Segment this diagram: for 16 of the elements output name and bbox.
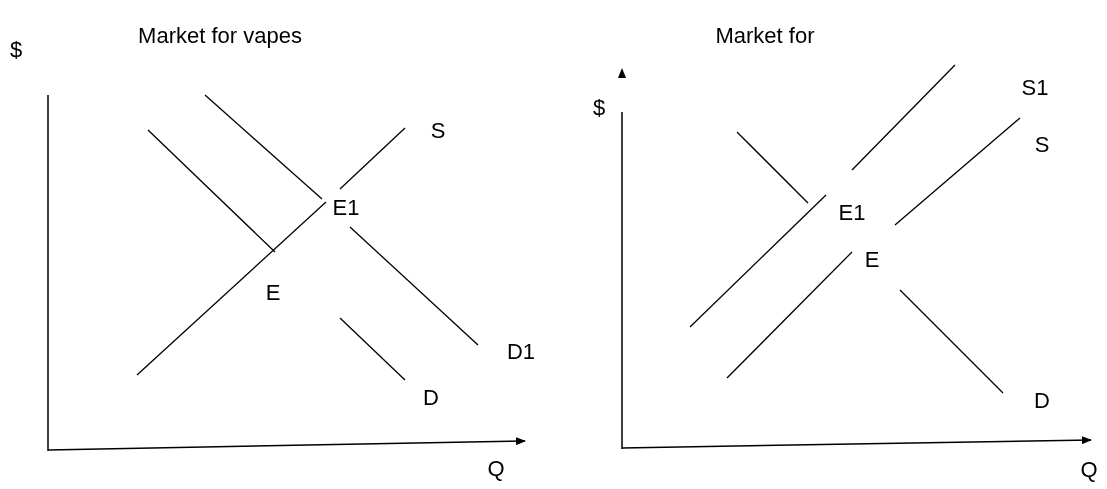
point-label: E xyxy=(265,282,281,304)
curve-label: D xyxy=(1034,390,1050,412)
point-label: E1 xyxy=(838,202,866,224)
point-label: E xyxy=(864,249,880,271)
curve-label: D xyxy=(423,387,439,409)
axis-label: $ xyxy=(9,39,23,61)
point-label: E1 xyxy=(332,197,360,219)
curve-label: S1 xyxy=(1021,77,1049,99)
curve-label: S xyxy=(1034,134,1050,156)
axis-label: $ xyxy=(592,97,606,119)
curve-label: D1 xyxy=(506,341,536,363)
axis-label: Q xyxy=(487,458,505,480)
chart-title: Market for vapes xyxy=(138,25,302,47)
curve-label: S xyxy=(430,120,446,142)
axis-label: Q xyxy=(1080,459,1098,481)
chart-title: Market for xyxy=(715,25,815,47)
